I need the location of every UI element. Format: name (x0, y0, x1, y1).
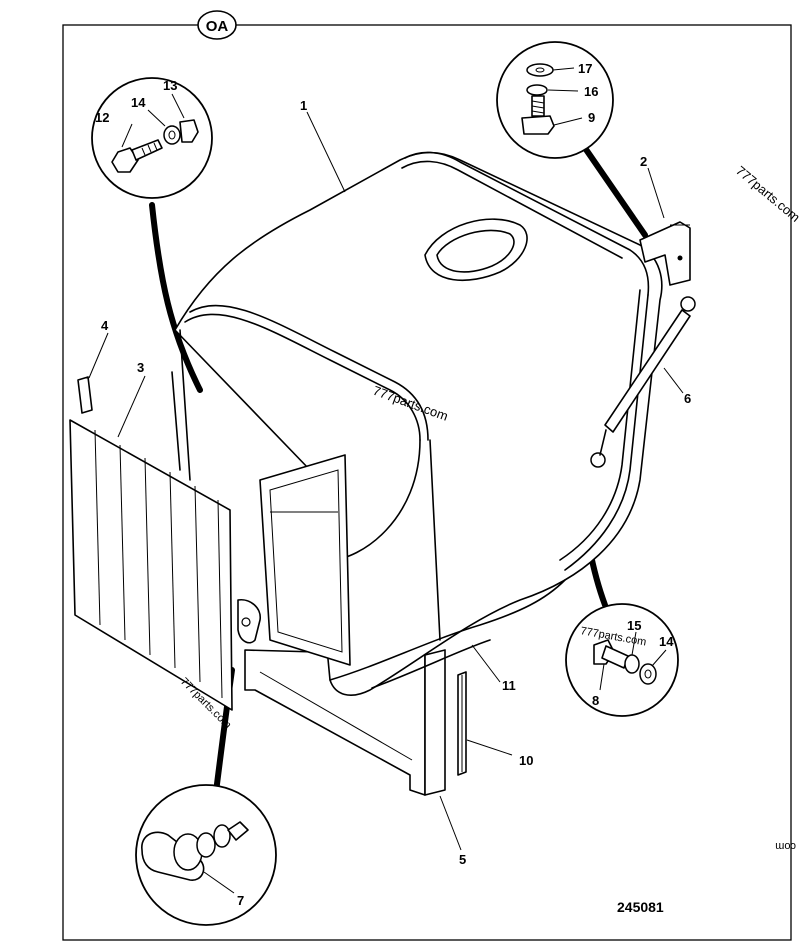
callout-1: 1 (300, 98, 307, 113)
callout-9: 9 (588, 110, 595, 125)
callout-10: 10 (519, 753, 533, 768)
frame-tag: OA (197, 10, 237, 40)
callout-14a: 14 (131, 95, 146, 110)
callout-8: 8 (592, 693, 599, 708)
callout-7: 7 (237, 893, 244, 908)
detail-circle-screw (496, 41, 614, 159)
callout-11: 11 (502, 678, 516, 693)
callout-3: 3 (137, 360, 144, 375)
diagram-frame (62, 24, 792, 941)
callout-labels: 1 2 3 4 5 6 7 8 9 10 11 12 13 14 14 15 1… (95, 61, 691, 908)
callout-2: 2 (640, 154, 647, 169)
canopy-body (171, 151, 663, 696)
watermark-fragment: com (775, 840, 796, 852)
detail-circle-latch (135, 784, 277, 926)
callout-13: 13 (163, 78, 177, 93)
callout-12: 12 (95, 110, 109, 125)
support-frame (244, 649, 467, 796)
watermark-right-edge: 777parts.com (733, 163, 800, 225)
trim-strip (77, 376, 93, 414)
leader-lines (88, 111, 684, 851)
callout-14b: 14 (659, 634, 674, 649)
svg-text:OA: OA (206, 18, 229, 35)
gas-strut (590, 296, 696, 468)
callout-15: 15 (627, 618, 641, 633)
callout-17: 17 (578, 61, 592, 76)
callout-16: 16 (584, 84, 598, 99)
detail-leader-top-left (149, 202, 203, 393)
louvred-panel (69, 419, 233, 711)
drawing-number: 245081 (617, 899, 664, 915)
callout-5: 5 (459, 852, 466, 867)
detail-circle-fastener (565, 603, 679, 717)
callout-6: 6 (684, 391, 691, 406)
callout-4: 4 (101, 318, 109, 333)
detail-circle-bolt (91, 77, 213, 199)
bracket (639, 221, 691, 286)
detail-leader-top-right (582, 145, 648, 238)
